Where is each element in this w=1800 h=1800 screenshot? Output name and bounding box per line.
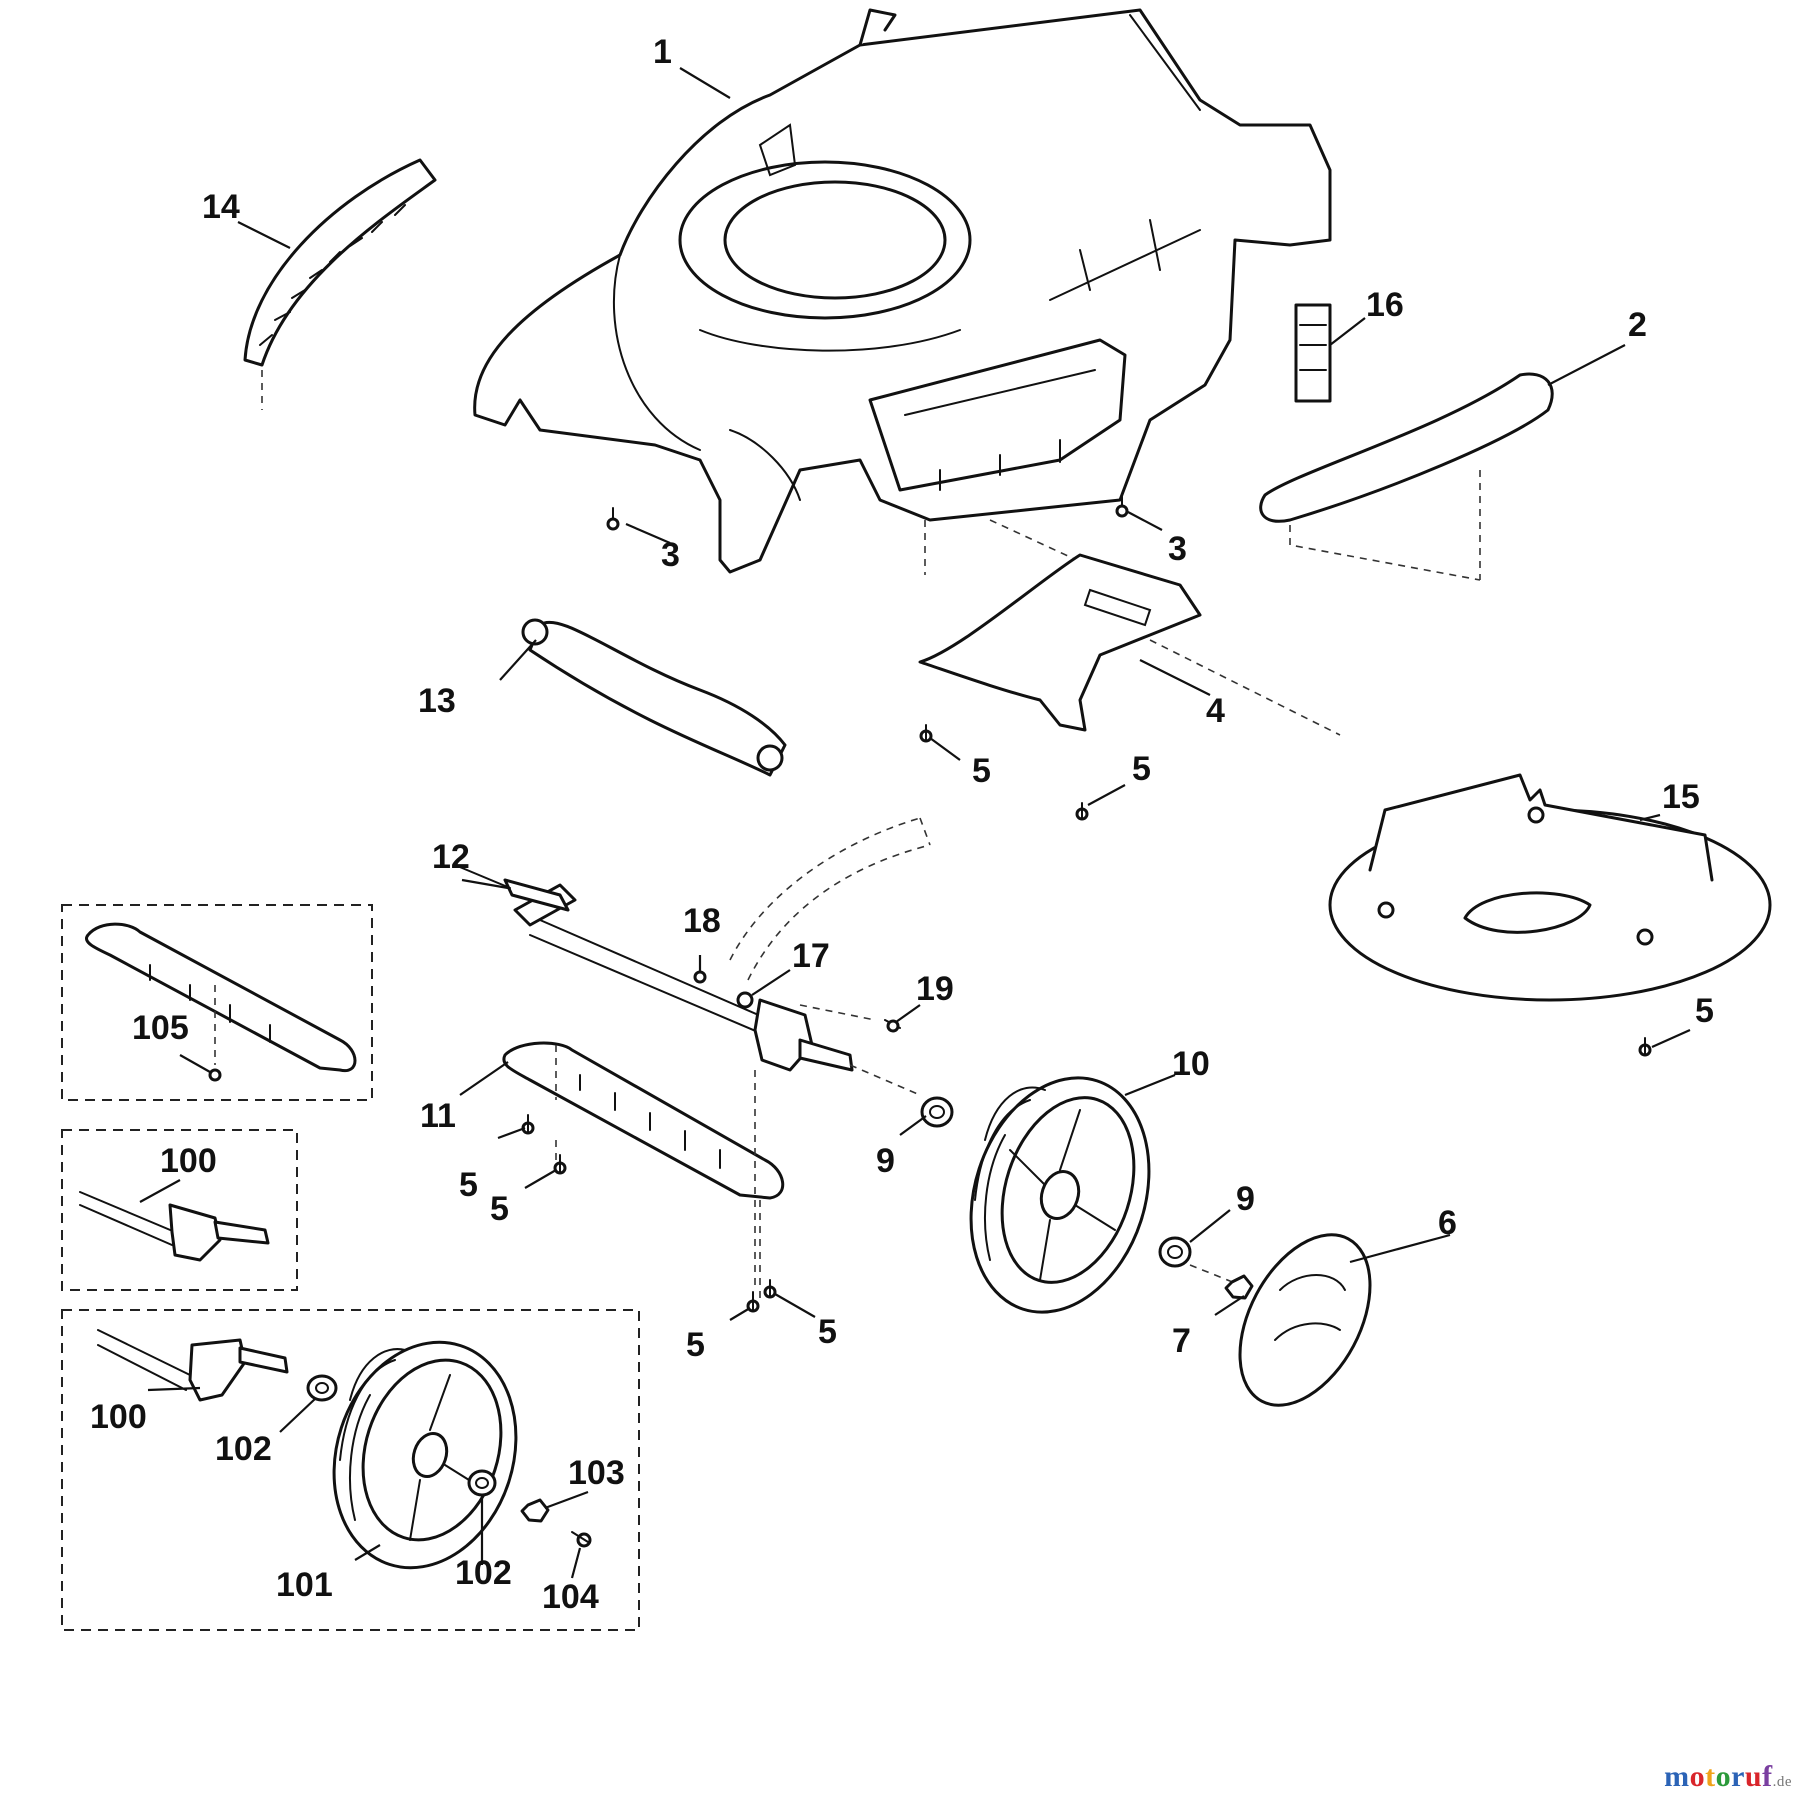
bracket-dashes: [555, 1045, 761, 1300]
callout-5-f: 5: [686, 1326, 705, 1364]
callout-16: 16: [1366, 286, 1404, 324]
callout-6: 6: [1438, 1204, 1457, 1242]
watermark-tld: .de: [1772, 1774, 1792, 1790]
callout-3-left: 3: [661, 536, 680, 574]
part-104-screw: [571, 1531, 592, 1548]
callout-19: 19: [916, 970, 954, 1008]
part-19-screw: [884, 1019, 901, 1033]
callout-103: 103: [568, 1454, 625, 1492]
part-10-wheel: [969, 1076, 1151, 1314]
callout-101: 101: [276, 1566, 333, 1604]
callout-14: 14: [202, 188, 240, 226]
part-16-label: [1294, 303, 1332, 403]
watermark-letter: t: [1705, 1760, 1716, 1793]
watermark-letter: f: [1762, 1760, 1773, 1793]
part-18-pin: [693, 970, 707, 984]
part-100-axle-kit: [97, 1329, 289, 1402]
callout-9-b: 9: [1236, 1180, 1255, 1218]
callout-1: 1: [653, 33, 672, 71]
callout-105: 105: [132, 1009, 189, 1047]
callout-3-right: 3: [1168, 530, 1187, 568]
part-14-side-strip: [243, 158, 437, 367]
callout-18: 18: [683, 902, 721, 940]
part-2-handle-cover: [1259, 372, 1554, 523]
part-11-axle-bracket: [502, 1041, 785, 1200]
part-15-base-plate: [1328, 773, 1772, 1002]
callout-5-b: 5: [1132, 750, 1151, 788]
engine-opening: [723, 180, 947, 300]
screw-5-b: [1075, 802, 1089, 821]
callout-13: 13: [418, 682, 456, 720]
part-17-washer: [736, 991, 754, 1009]
callout-12: 12: [432, 838, 470, 876]
screw-5-d: [521, 1114, 535, 1135]
callout-102-a: 102: [215, 1430, 272, 1468]
watermark-letter: u: [1744, 1760, 1763, 1793]
callout-9-a: 9: [876, 1142, 895, 1180]
callout-17: 17: [792, 937, 830, 975]
part-103-nut: [520, 1498, 550, 1523]
deflector-slot: [1083, 588, 1152, 627]
watermark-letter: o: [1715, 1760, 1732, 1793]
part-1-mower-deck: [473, 8, 1332, 574]
screw-5-f: [746, 1291, 760, 1313]
callout-2: 2: [1628, 306, 1647, 344]
callout-11: 11: [420, 1097, 456, 1135]
screw-3-right: [1115, 495, 1129, 518]
leader-lines: [139, 67, 1691, 1579]
label-lines: [1299, 324, 1327, 371]
callout-102-b: 102: [455, 1554, 512, 1592]
screw-5-g: [763, 1279, 777, 1299]
part-9-bearing-a: [920, 1096, 954, 1128]
callout-5-a: 5: [972, 752, 991, 790]
part-9-bearing-b: [1158, 1236, 1192, 1268]
callout-5-c: 5: [1695, 992, 1714, 1030]
callout-5-e: 5: [490, 1190, 509, 1228]
callout-10: 10: [1172, 1045, 1210, 1083]
watermark-letter: m: [1664, 1760, 1690, 1793]
part-105-bracket-variant: [85, 922, 357, 1082]
callout-4: 4: [1206, 692, 1225, 730]
watermark-letter: o: [1689, 1760, 1706, 1793]
callout-100-box: 100: [160, 1142, 217, 1180]
callout-104: 104: [542, 1578, 599, 1616]
part-7-nut: [1224, 1274, 1254, 1300]
part-100-axle-variant: [79, 1191, 270, 1262]
part-102-bearing-b: [467, 1469, 497, 1497]
part-101-wheel-kit: [332, 1340, 518, 1570]
callout-7: 7: [1172, 1322, 1191, 1360]
part-12-rear-axle: [454, 864, 854, 1072]
callout-labels: 1 2 3 3 4 5 5 5 5 5 5 5 6 7 9 9 10 11 12…: [90, 33, 1714, 1616]
watermark-letter: r: [1731, 1760, 1745, 1793]
part-2-dash: [1289, 470, 1481, 581]
option-box-wheel-kit: [61, 1309, 640, 1631]
screw-3-left: [606, 507, 620, 531]
screw-5-c: [1638, 1037, 1652, 1057]
part-4-deflector: [918, 553, 1202, 732]
screw-5-a: [919, 724, 933, 743]
part-102-bearing-a: [306, 1374, 338, 1402]
handle-ghost: [729, 817, 931, 981]
motoruf-watermark: motoruf.de: [1664, 1760, 1792, 1794]
screw-5-e: [553, 1154, 567, 1175]
part-6-hubcap: [1238, 1233, 1372, 1407]
callout-5-g: 5: [818, 1313, 837, 1351]
callout-15: 15: [1662, 778, 1700, 816]
part-13-rear-bar: [528, 620, 787, 777]
callout-100-kit: 100: [90, 1398, 147, 1436]
callout-5-d: 5: [459, 1166, 478, 1204]
option-box-105: [61, 904, 373, 1101]
option-box-100: [61, 1129, 298, 1291]
